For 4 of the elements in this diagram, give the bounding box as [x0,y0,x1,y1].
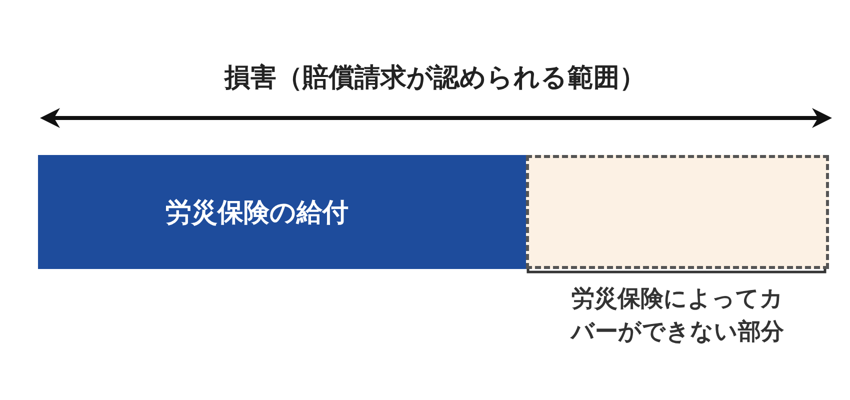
process-box: 労災保険の給付 [38,155,526,269]
bracket-label: 労災保険によってカバーができない部分 [569,285,785,347]
dashed-box [526,155,829,269]
title: 損害（賠償請求が認められる範囲） [224,63,646,93]
